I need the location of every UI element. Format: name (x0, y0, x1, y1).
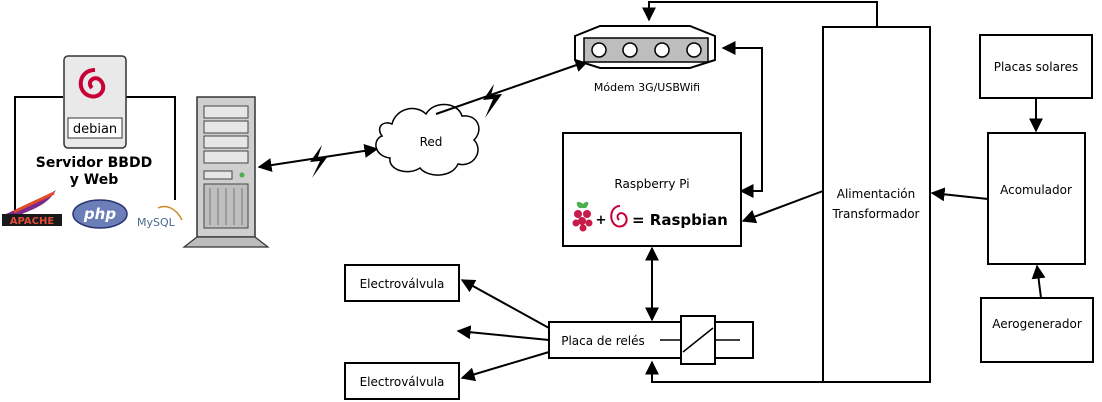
raspberry-pi-title: Raspberry Pi (614, 177, 689, 191)
power-label-line2: Transformador (832, 207, 920, 221)
battery-box (987, 132, 1086, 265)
raspbian-label: = Raspbian (632, 211, 728, 229)
relay-to-valve-top-link (460, 279, 550, 329)
debian-logo-text: debian (73, 122, 117, 137)
battery-label: Acomulador (1000, 183, 1072, 197)
apache-logo: APACHE (2, 190, 62, 227)
modem-label: Módem 3G/USBWifi (594, 81, 700, 94)
network-label: Red (420, 135, 443, 149)
wireless-bolt-icon (310, 145, 328, 178)
server-title-line1: Servidor BBDD (36, 155, 152, 171)
network-cloud: Red (375, 103, 480, 176)
valve-top-label: Electroválvula (360, 277, 445, 291)
relay-to-valve-bottom-link (460, 351, 550, 382)
apache-logo-text: APACHE (10, 216, 55, 227)
php-logo-text: php (83, 205, 116, 223)
server-title-line2: y Web (70, 172, 118, 188)
raspberry-logo (572, 201, 593, 232)
solar-panels-box (979, 34, 1093, 99)
wireless-bolt-icon (483, 84, 502, 118)
mysql-logo-text: MySQL (137, 216, 176, 229)
solar-panels-label: Placas solares (994, 60, 1079, 74)
power-to-relay-link (645, 360, 877, 383)
battery-to-power-link (930, 187, 989, 202)
php-logo: php (72, 199, 128, 229)
valve-bottom-label: Electroválvula (360, 375, 445, 389)
network-to-modem-link (435, 58, 590, 115)
power-label-line1: Alimentación (837, 187, 916, 201)
raspberry-pi-box (562, 132, 742, 247)
wind-generator-box (980, 297, 1094, 363)
server-tower-icon (182, 96, 270, 248)
relay-to-valve-middle-link (456, 325, 550, 341)
server-bracket (14, 96, 176, 215)
wind-generator-label: Aerogenerador (992, 317, 1082, 331)
modem-raspberry-link (721, 41, 763, 198)
power-to-modem-link (642, 1, 878, 27)
modem-icon (574, 25, 716, 69)
relay-board-label: Placa de relés (561, 334, 645, 348)
power-supply-box (822, 26, 931, 383)
valve-bottom-box (344, 362, 460, 400)
mysql-logo: MySQL (137, 205, 183, 229)
power-to-raspberry-link (741, 190, 824, 224)
debian-logo: debian (63, 55, 127, 149)
wind-to-battery-link (1031, 264, 1046, 299)
relay-switch-icon (660, 315, 740, 365)
raspberry-plus: + (596, 213, 607, 228)
debian-swirl-icon (610, 205, 628, 228)
valve-top-box (344, 264, 460, 302)
